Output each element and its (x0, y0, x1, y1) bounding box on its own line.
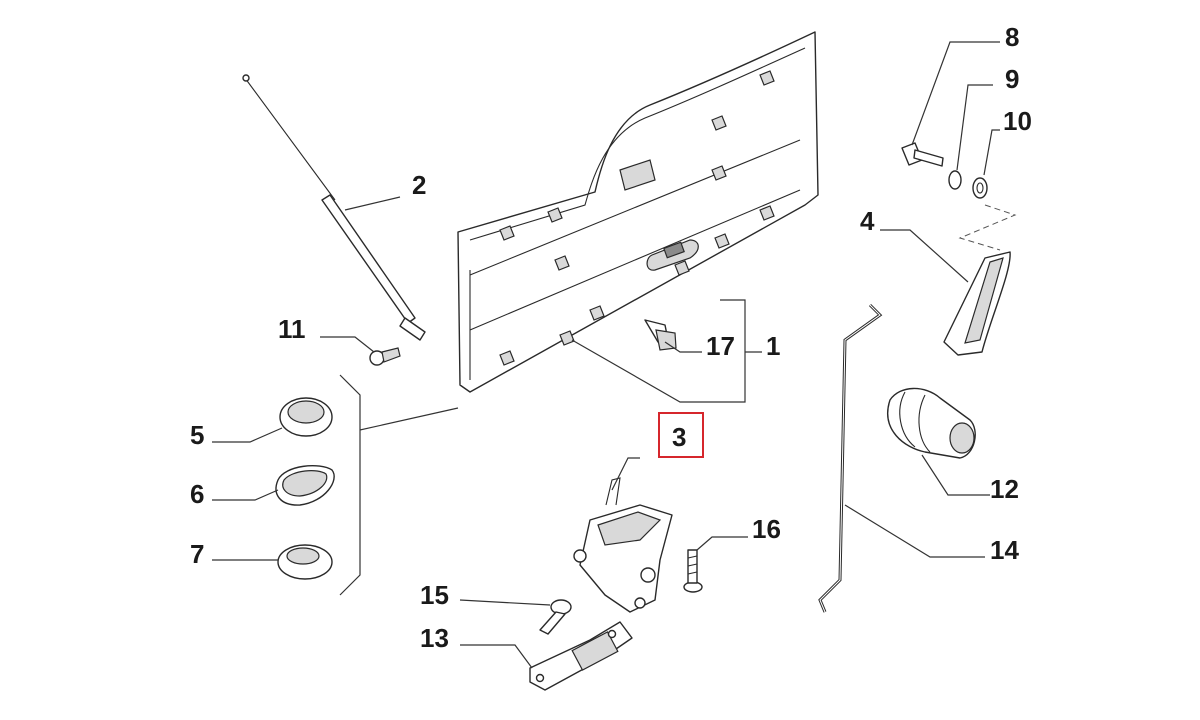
lock-rod (818, 303, 883, 613)
leader-9 (956, 84, 993, 171)
tailgate-lock (573, 477, 673, 613)
bolt (901, 142, 944, 167)
leader-17 (664, 341, 702, 353)
leader-14 (844, 504, 985, 558)
leader-2 (344, 196, 401, 211)
leader-3 (611, 457, 640, 491)
part-label-1: 1 (766, 331, 781, 361)
part-label-10: 10 (1003, 106, 1032, 136)
hinge (943, 251, 1011, 356)
part-label-2: 2 (412, 170, 427, 200)
part-label-14: 14 (990, 535, 1019, 565)
leader-4 (880, 229, 969, 283)
leader-10 (983, 129, 1000, 176)
part-3-highlight (658, 412, 704, 458)
part-label-6: 6 (190, 479, 205, 509)
part-label-12: 12 (990, 474, 1019, 504)
grommet-small (277, 544, 333, 580)
hinge-dashed-line (958, 204, 1017, 251)
leader-15 (459, 599, 551, 606)
leader-5 (212, 427, 283, 443)
rubber-buffer (887, 387, 976, 459)
part-label-13: 13 (420, 623, 449, 653)
part-label-15: 15 (420, 580, 449, 610)
striker-plate (529, 621, 633, 691)
striker-screw (539, 599, 572, 635)
part-label-8: 8 (1005, 22, 1020, 52)
grommet-oval (275, 465, 335, 506)
ball-stud (369, 347, 401, 366)
part-label-9: 9 (1005, 64, 1020, 94)
gas-strut (242, 74, 426, 341)
trim-clip-plug (644, 319, 677, 351)
leader-1 (571, 299, 762, 403)
part-label-16: 16 (752, 514, 781, 544)
part-label-3[interactable]: 3 (672, 422, 687, 452)
leader-8 (911, 41, 1000, 146)
grommet-round (279, 397, 333, 437)
part-label-17: 17 (706, 331, 735, 361)
part-label-5: 5 (190, 420, 205, 450)
leader-13 (460, 644, 533, 669)
part-label-7: 7 (190, 539, 205, 569)
tailgate-trim-panel (457, 31, 819, 393)
part-label-11: 11 (278, 314, 306, 344)
grommet-bracket (339, 374, 459, 596)
leader-12 (921, 454, 990, 496)
lock-screw (683, 549, 703, 593)
leader-6 (212, 489, 279, 501)
leader-11 (320, 336, 375, 353)
part-label-4: 4 (860, 206, 875, 236)
leader-16 (696, 536, 748, 551)
flat-washer (972, 177, 988, 199)
spring-washer (948, 170, 962, 190)
